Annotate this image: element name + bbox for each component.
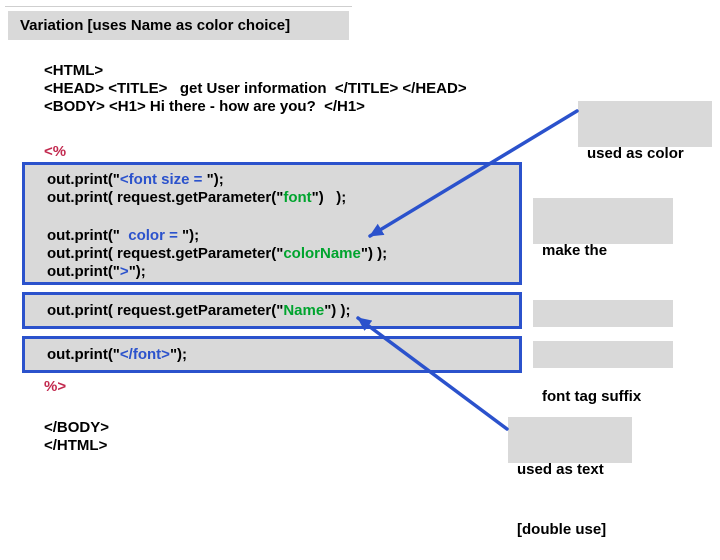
arrow-double-use-note-to-name [356,316,509,431]
note-line: used as color [587,145,684,162]
code-blank-line [47,207,519,227]
code-line-print-color: out.print(" color = "); [47,227,200,244]
jsp-scriptlet-open: <% [44,143,67,160]
html-header-code: <HTML> <HEAD> <TITLE> get User informati… [44,62,467,116]
code-line-print-gt: out.print(">"); [47,263,146,280]
code-line-getparam-font: out.print( request.getParameter("font") … [47,189,347,206]
note-font-tag-suffix: font tag suffix [533,341,673,405]
note-line: [double use] [517,521,607,538]
note-used-as-text: used as text [double use] [508,417,632,538]
note-line: make the [542,242,608,259]
note-font-tag-prefix: make the font tag prefix [533,198,673,319]
code-line-html-close: </HTML> [44,437,108,454]
font-prefix-code-box: out.print("<font size = "); out.print( r… [22,162,522,285]
font-suffix-code-box: out.print("</font>"); [22,336,522,373]
code-line-getparam-name: out.print( request.getParameter("Name") … [47,302,351,319]
code-line-print-font-close: out.print("</font>"); [47,346,188,363]
note-font-text: font text [533,300,673,364]
note-used-as-color: used as color [blue, red...] [578,101,712,222]
html-footer-code: </BODY> </HTML> [44,419,109,455]
code-line-head-title: <HEAD> <TITLE> get User information </TI… [44,80,467,97]
note-line: used as text [517,461,604,478]
font-text-code-box: out.print( request.getParameter("Name") … [22,292,522,329]
code-line-getparam-colorname: out.print( request.getParameter("colorNa… [47,245,388,262]
slide-title: Variation [uses Name as color choice] [8,11,349,40]
note-line: font tag suffix [542,388,642,405]
title-placeholder-edge [5,6,352,7]
code-line-body-h1: <BODY> <H1> Hi there - how are you? </H1… [44,98,365,115]
code-line-print-font-size: out.print("<font size = "); [47,171,224,188]
code-line-html-open: <HTML> [44,62,104,79]
slide: { "title": "Variation [uses Name as colo… [5,6,712,538]
jsp-scriptlet-close: %> [44,378,67,395]
code-line-body-close: </BODY> [44,419,110,436]
